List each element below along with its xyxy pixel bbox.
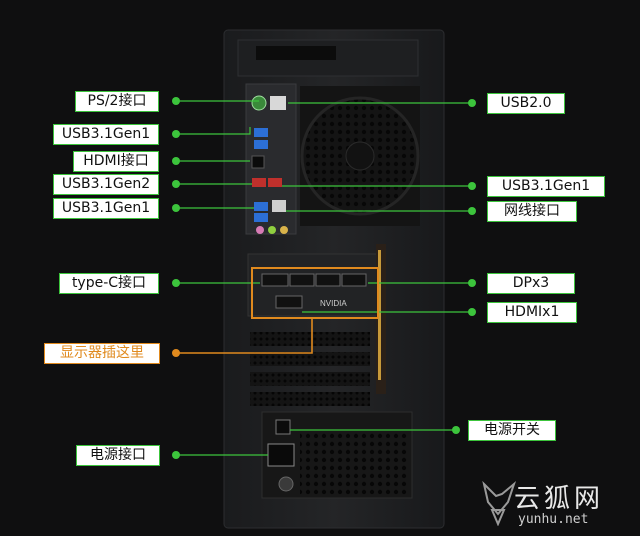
power-switch bbox=[275, 419, 291, 435]
watermark: 云狐网 yunhu.net bbox=[478, 478, 638, 534]
label-power-switch: 电源开关 bbox=[468, 420, 556, 441]
watermark-en: yunhu.net bbox=[518, 512, 589, 527]
label-hdmi-gpu: HDMIx1 bbox=[487, 302, 577, 323]
label-ps2: PS/2接口 bbox=[75, 91, 159, 112]
gpu-brand: NVIDIA bbox=[320, 299, 347, 308]
display-highlight bbox=[251, 267, 379, 319]
label-power-port: 电源接口 bbox=[76, 445, 160, 466]
label-usb31gen2: USB3.1Gen2 bbox=[53, 174, 159, 195]
label-usb31gen1-top: USB3.1Gen1 bbox=[53, 124, 159, 145]
watermark-cn: 云狐网 bbox=[514, 484, 605, 514]
label-usb20: USB2.0 bbox=[487, 93, 565, 114]
label-usb31gen1-mid: USB3.1Gen1 bbox=[53, 198, 159, 219]
label-typec: type-C接口 bbox=[59, 273, 159, 294]
fox-logo-icon bbox=[482, 480, 517, 526]
power-socket bbox=[267, 443, 295, 467]
ps2-port bbox=[251, 95, 267, 111]
label-dp: DPx3 bbox=[487, 273, 575, 294]
label-display-here: 显示器插这里 bbox=[44, 343, 160, 364]
label-hdmi-mb: HDMI接口 bbox=[73, 151, 159, 172]
label-usb31gen1-right: USB3.1Gen1 bbox=[487, 176, 605, 197]
label-ethernet: 网线接口 bbox=[487, 201, 577, 222]
